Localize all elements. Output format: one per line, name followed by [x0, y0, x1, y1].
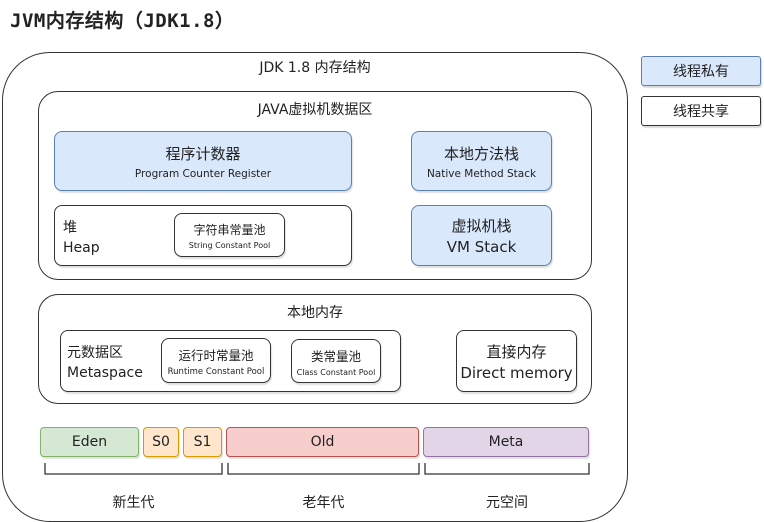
vm-stack-zh: 虚拟机栈 [451, 217, 512, 235]
metaspace-en: Metaspace [67, 365, 143, 381]
runtime-constant-pool-box: 运行时常量池 Runtime Constant Pool [161, 338, 271, 383]
heap-en: Heap [63, 240, 100, 256]
program-counter-register-en: Program Counter Register [134, 167, 272, 180]
legend-thread-shared: 线程共享 [641, 96, 761, 126]
runtime-constant-pool-zh: 运行时常量池 [178, 347, 254, 363]
s1-segment: S1 [183, 427, 222, 457]
heap-label: 堆 Heap [63, 218, 100, 258]
vm-stack-en: VM Stack [446, 238, 517, 256]
runtime-constant-pool-en: Runtime Constant Pool [167, 366, 265, 377]
class-constant-pool-box: 类常量池 Class Constant Pool [291, 339, 381, 383]
string-constant-pool-en: String Constant Pool [188, 240, 271, 250]
vm-stack-box: 虚拟机栈 VM Stack [411, 205, 552, 266]
native-method-stack-zh: 本地方法栈 [443, 144, 519, 163]
string-constant-pool-zh: 字符串常量池 [193, 222, 266, 237]
metaspace-bracket [424, 463, 590, 475]
heap-zh: 堆 [63, 220, 77, 236]
native-method-stack-box: 本地方法栈 Native Method Stack [411, 131, 552, 191]
program-counter-register-box: 程序计数器 Program Counter Register [54, 131, 352, 191]
young-generation-label: 新生代 [112, 495, 155, 511]
old-generation-bracket [227, 463, 420, 475]
s0-segment: S0 [143, 427, 179, 457]
metaspace-generation-label: 元空间 [486, 495, 528, 511]
native-memory-title: 本地内存 [287, 305, 343, 321]
page-title: JVM内存结构（JDK1.8） [10, 10, 235, 32]
metaspace-zh: 元数据区 [67, 345, 123, 361]
direct-memory-box: 直接内存 Direct memory [456, 330, 577, 392]
eden-segment: Eden [40, 427, 139, 457]
jvm-data-area-title: JAVA虚拟机数据区 [257, 102, 373, 118]
old-segment: Old [226, 427, 419, 457]
direct-memory-en: Direct memory [460, 363, 573, 382]
string-constant-pool-box: 字符串常量池 String Constant Pool [174, 213, 285, 257]
native-method-stack-en: Native Method Stack [426, 167, 537, 180]
old-generation-label: 老年代 [302, 495, 345, 511]
class-constant-pool-zh: 类常量池 [310, 348, 361, 364]
generation-brackets [44, 463, 590, 475]
young-generation-bracket [44, 463, 223, 475]
legend-thread-private: 线程私有 [641, 56, 761, 86]
program-counter-register-zh: 程序计数器 [165, 144, 241, 163]
meta-segment: Meta [423, 427, 589, 457]
jdk-memory-structure-title: JDK 1.8 内存结构 [259, 60, 371, 76]
metaspace-label: 元数据区 Metaspace [67, 343, 143, 383]
class-constant-pool-en: Class Constant Pool [296, 367, 376, 377]
direct-memory-zh: 直接内存 [486, 342, 547, 361]
